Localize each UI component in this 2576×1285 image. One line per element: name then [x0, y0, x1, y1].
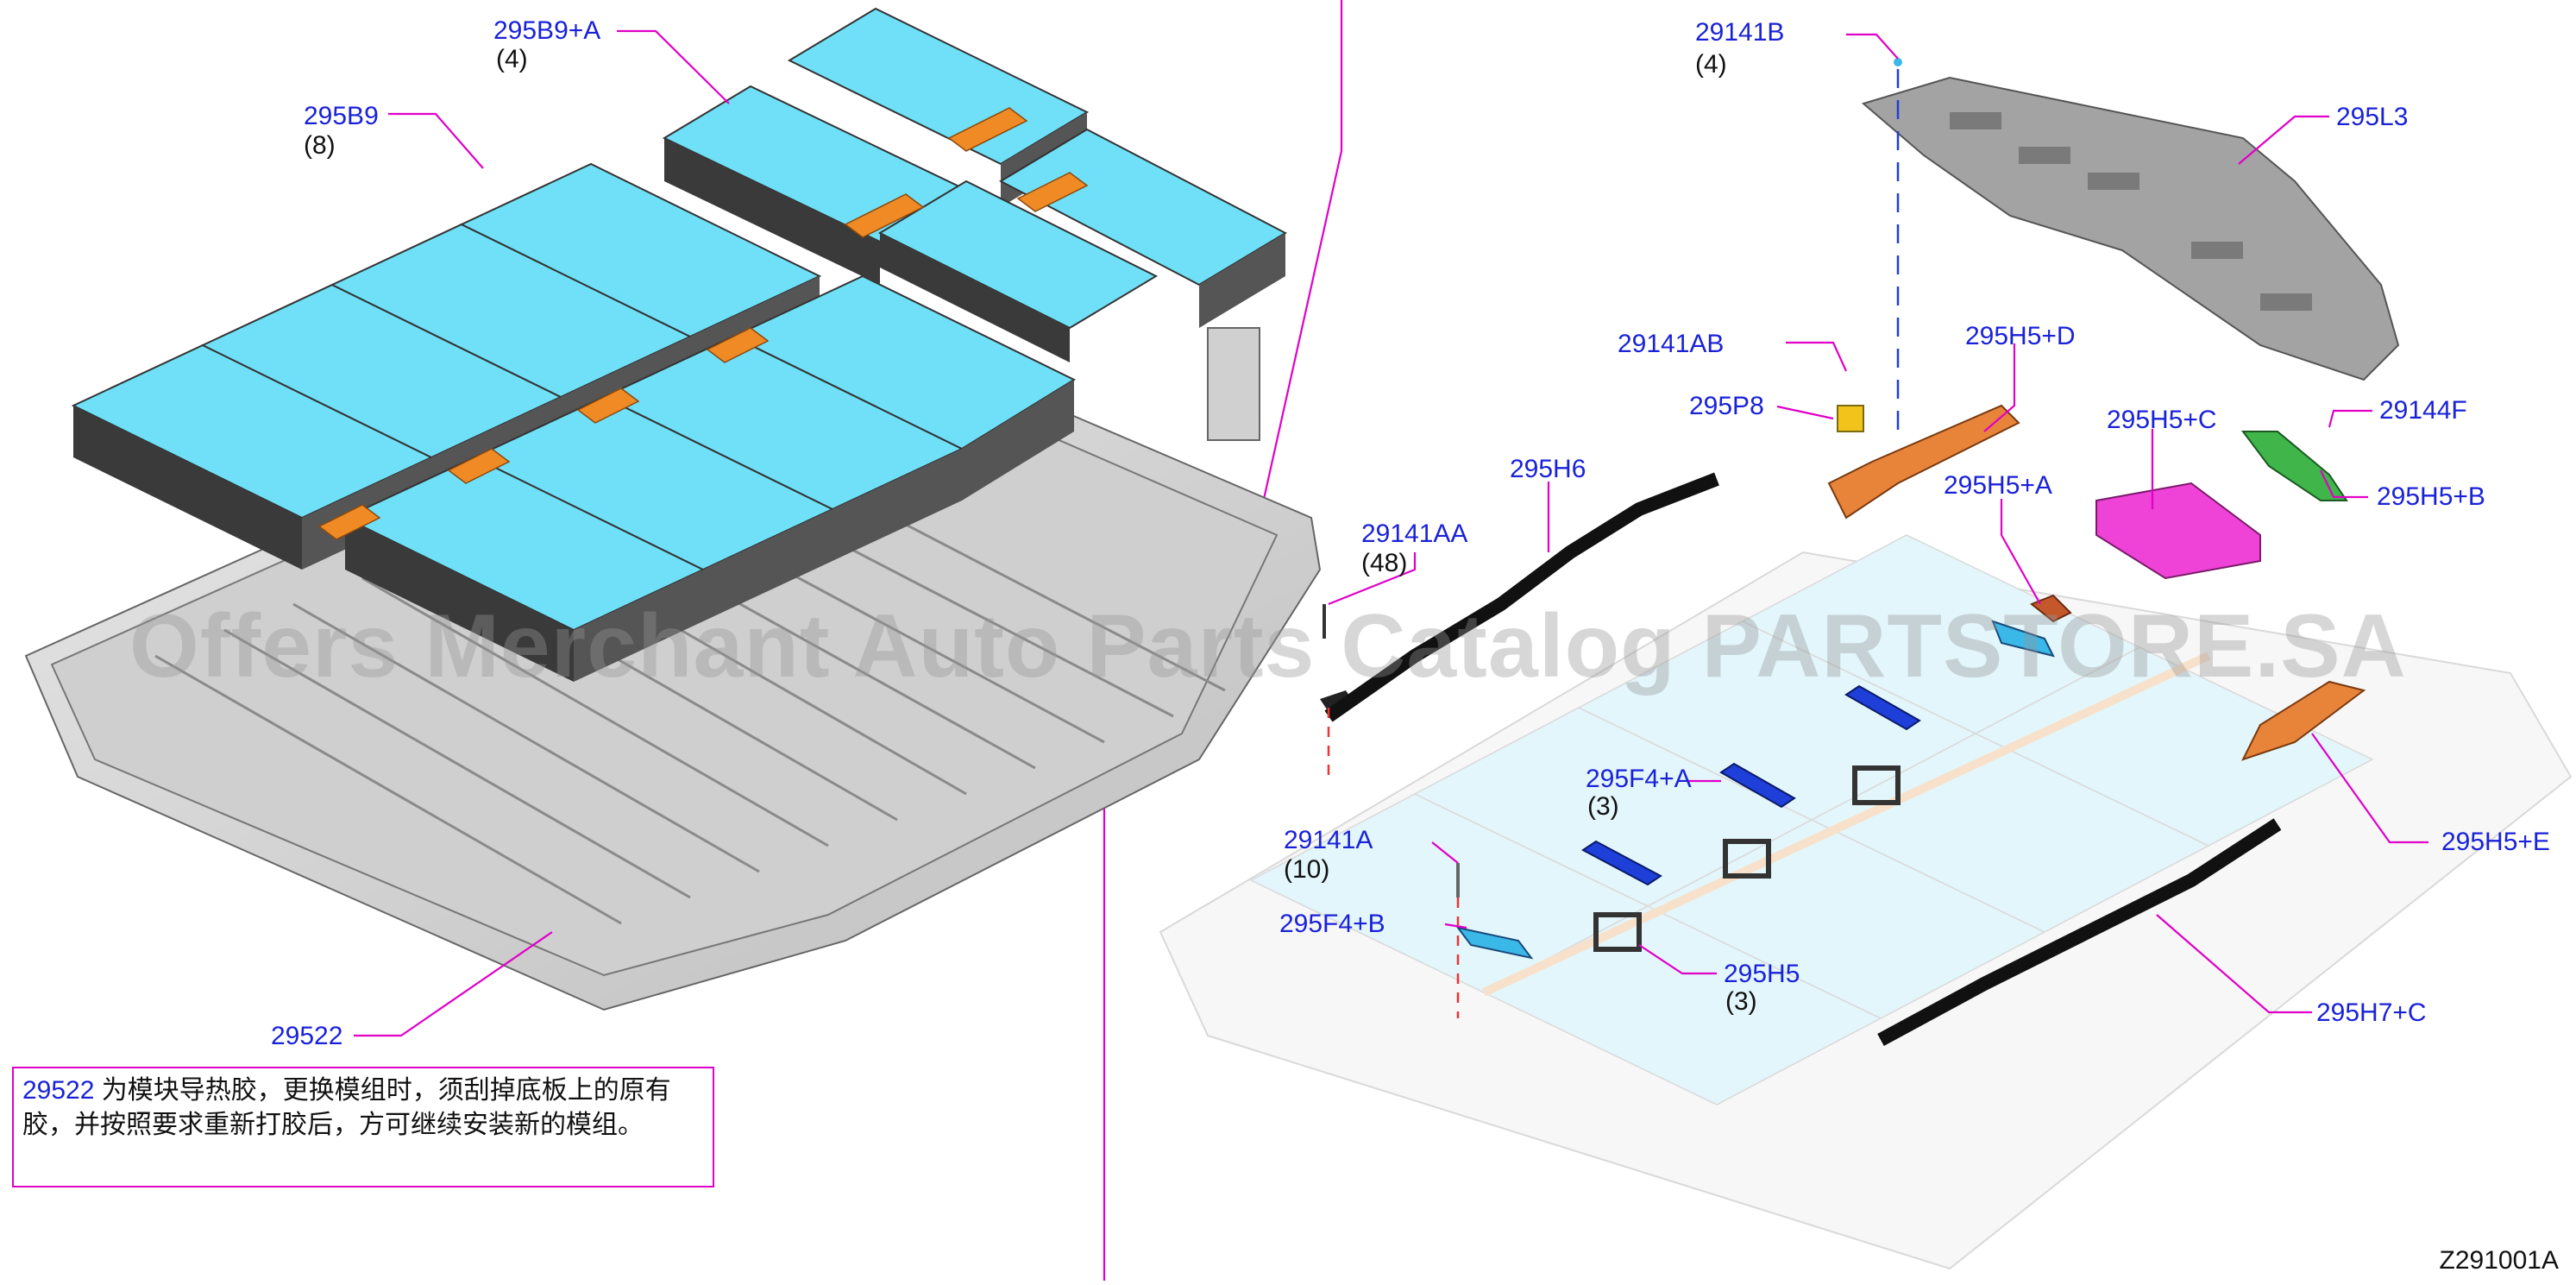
battery-module-small: [877, 180, 1159, 362]
note-code: 29522: [22, 1076, 95, 1105]
leader-lines: [354, 29, 2428, 1037]
callout-part: 295H5+C: [2107, 406, 2217, 434]
callout-part: 295H5: [1724, 960, 1800, 988]
callout-part: 295H7+C: [2316, 998, 2427, 1027]
screw-29141B: [1894, 58, 1902, 66]
harness-295H7-C: [1877, 818, 2282, 1047]
assembly-axes: [1327, 69, 1900, 1018]
callout-part: 29141AB: [1618, 330, 1724, 358]
callout-part: 295F4+B: [1279, 910, 1385, 938]
callout-qty: (4): [496, 45, 528, 73]
battery-module: [71, 343, 434, 570]
callout-qty: (48): [1361, 549, 1407, 577]
callout-qty: (3): [1725, 987, 1757, 1016]
bracket-295H5-E: [2241, 680, 2366, 761]
bracket-295H5-C: [2095, 482, 2261, 580]
callout-part: 29141A: [1284, 826, 1373, 854]
callout-part: 295H5+A: [1944, 471, 2052, 500]
bracket-295H5-A: [2030, 594, 2072, 623]
watermark: Offers Merchant Auto Parts Catalog PARTS…: [129, 596, 2407, 696]
battery-module: [731, 274, 1077, 501]
callout-qty: (10): [1284, 855, 1329, 884]
callout-qty: (3): [1587, 792, 1619, 821]
battery-modules: [71, 7, 1288, 682]
callout-part: 295H5+D: [1965, 322, 2076, 350]
bracket-295H5-D: [1827, 404, 2020, 520]
callout-part: 29522: [271, 1022, 342, 1050]
spacer-295F4-B: [1455, 926, 1534, 960]
note-box: 29522 为模块导热胶，更换模组时，须刮掉底板上的原有胶，并按照要求重新打胶后…: [12, 1067, 714, 1187]
note-text: 为模块导热胶，更换模组时，须刮掉底板上的原有胶，并按照要求重新打胶后，方可继续安…: [22, 1076, 671, 1139]
callout-part: 295F4+A: [1586, 765, 1692, 793]
battery-tray-right: [1159, 534, 2573, 1270]
harness-295H6: [1324, 472, 1719, 722]
bracket-295P8: [1837, 405, 1864, 432]
callout-part: 295P8: [1689, 392, 1764, 420]
callout-part: 295B9+A: [493, 16, 600, 45]
bracket-295H5-B: [2241, 431, 2348, 501]
callout-part: 295H6: [1510, 455, 1586, 483]
battery-module: [342, 456, 706, 682]
module-connectors: [317, 107, 1089, 540]
callout-labels: 295B9+A (4) 295B9 (8) 29522 29141B (4) 2…: [271, 16, 2550, 1050]
callout-qty: (4): [1695, 50, 1727, 79]
spacers-295F4-A: [1581, 684, 1921, 886]
callout-part: 295L3: [2336, 103, 2408, 131]
battery-module-small: [998, 128, 1288, 328]
callout-part: 29141B: [1695, 18, 1784, 47]
bracket-parts: [1320, 58, 2366, 1047]
brackets-295H5: [1593, 765, 1901, 952]
callout-part: 29144F: [2379, 396, 2467, 425]
callout-qty: (8): [304, 131, 336, 160]
callout-part: 295B9: [304, 102, 379, 130]
diagram-code: Z291001A: [2439, 1246, 2559, 1275]
callout-part: 295H5+B: [2377, 482, 2485, 511]
callout-part: 295H5+E: [2441, 828, 2550, 856]
callout-part: 29141AA: [1361, 520, 1467, 548]
top-cover-plate: [1861, 76, 2400, 381]
bracket-light-blue: [1991, 620, 2055, 658]
